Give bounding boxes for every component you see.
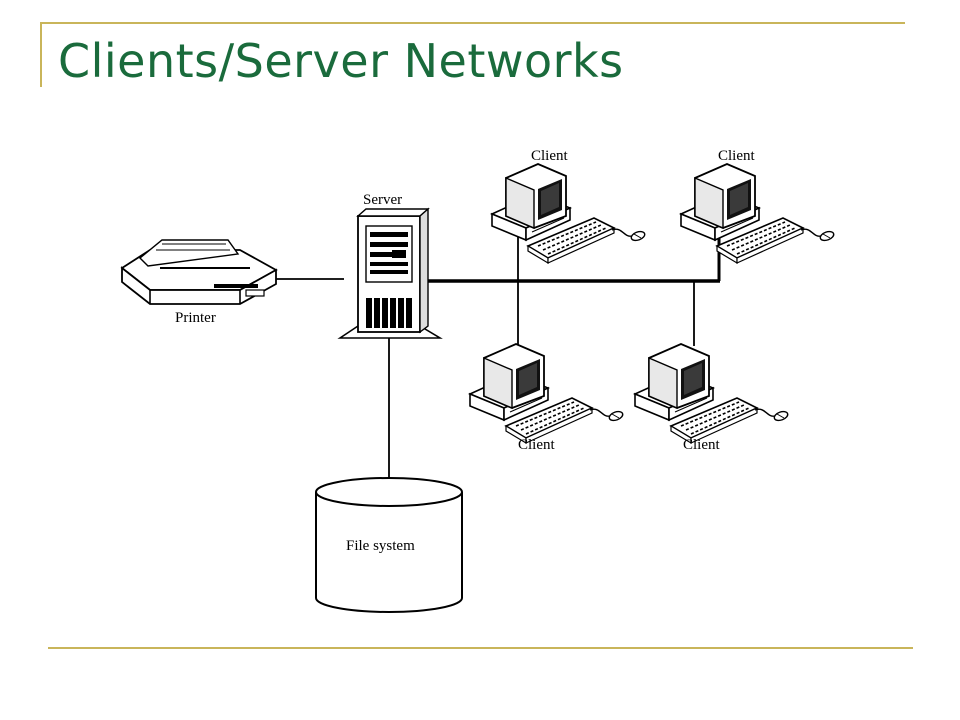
slide-title: Clients/Server Networks [58, 34, 624, 88]
slide-frame-top [40, 22, 905, 24]
client-top-right-label: Client [718, 148, 755, 164]
file-system-icon [315, 477, 463, 613]
network-cabling [268, 226, 721, 478]
client-top-left-icon [491, 163, 647, 264]
client-bottom-left-label: Client [518, 437, 555, 453]
client-bottom-right-icon [634, 343, 790, 444]
server-label: Server [363, 192, 402, 208]
client-top-left-label: Client [531, 148, 568, 164]
client-bottom-left-icon [469, 343, 625, 444]
client-bottom-right-label: Client [683, 437, 720, 453]
client-top-right-icon [680, 163, 836, 264]
slide-frame-bottom [48, 647, 913, 649]
printer-label: Printer [175, 310, 216, 326]
slide-frame-left [40, 22, 42, 87]
printer-icon [120, 239, 278, 305]
server-icon [337, 207, 443, 339]
file-system-label: File system [346, 538, 415, 554]
